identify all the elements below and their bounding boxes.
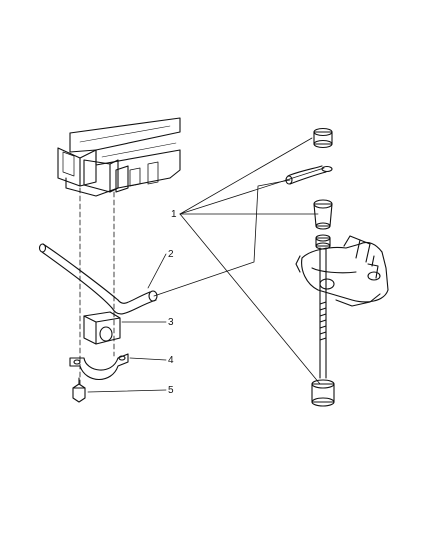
callout-2: 2 <box>168 249 174 260</box>
retainer-bracket <box>69 353 129 381</box>
stabilizer-bar <box>38 243 158 315</box>
mount-bolt <box>72 377 86 403</box>
frame-rail <box>57 117 181 197</box>
callout-5: 5 <box>168 385 174 396</box>
alignment-lines-left <box>79 187 115 385</box>
callout-4: 4 <box>168 355 174 366</box>
link-assembly <box>285 127 335 407</box>
callout-leaders <box>87 137 325 393</box>
callout-1: 1 <box>171 209 177 220</box>
bar-bushing <box>83 311 121 345</box>
callout-3: 3 <box>168 317 174 328</box>
lower-control-arm <box>295 235 389 307</box>
